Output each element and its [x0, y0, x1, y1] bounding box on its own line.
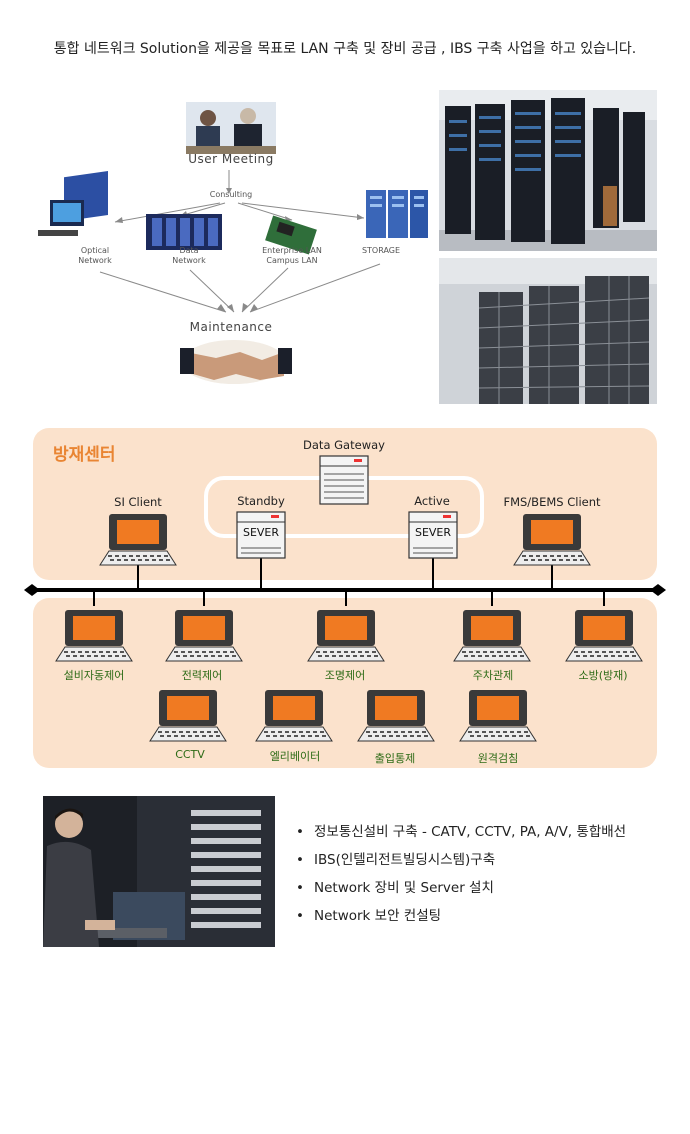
service-item: Network 장비 및 Server 설치: [296, 878, 626, 906]
data-gateway-server: [319, 455, 369, 505]
cage-racks-photo: [439, 258, 657, 404]
handshake-photo: [180, 340, 292, 384]
consulting-label: Consulting: [209, 190, 253, 199]
terminal-laptop: [357, 690, 435, 742]
data-network-label: Data Network: [172, 246, 206, 265]
fms-bems-client-label: FMS/BEMS Client: [503, 495, 601, 509]
enterprise-lan-label: Enterprise LAN Campus LAN: [262, 246, 322, 265]
terminal-laptop: [453, 610, 531, 662]
standby-server: [236, 511, 286, 559]
terminal-laptop: [255, 690, 333, 742]
active-server: [408, 511, 458, 559]
terminal-label: 소방(방재): [578, 669, 628, 682]
fms-client-laptop: [513, 514, 591, 566]
lan-card-icon: [265, 215, 317, 255]
service-item: 정보통신설비 구축 - CATV, CCTV, PA, A/V, 통합배선: [296, 822, 626, 850]
technician-photo: [43, 796, 275, 947]
data-network-icon: [146, 214, 222, 250]
terminal-label: 엘리베이터: [269, 750, 321, 763]
terminal-label: 주차관제: [472, 669, 514, 682]
active-label: Active: [414, 494, 450, 508]
terminal-label: 설비자동제어: [63, 669, 125, 682]
control-center-title: 방재센터: [53, 445, 116, 465]
data-gateway-label: Data Gateway: [303, 438, 385, 452]
active-server-text: SEVER: [414, 526, 452, 539]
storage-icon: [366, 190, 428, 238]
user-meeting-label: User Meeting: [188, 152, 274, 166]
server-room-photo: [439, 90, 657, 251]
terminal-laptop: [55, 610, 133, 662]
optical-network-icon: [38, 171, 108, 236]
terminal-label: 원격검침: [477, 752, 519, 765]
terminal-laptop: [565, 610, 643, 662]
service-item: IBS(인텔리전트빌딩시스템)구축: [296, 850, 626, 878]
terminal-label: CCTV: [175, 748, 205, 761]
terminal-laptop: [307, 610, 385, 662]
process-diagram: [38, 102, 428, 384]
terminal-laptop: [459, 690, 537, 742]
optical-network-label: Optical Network: [78, 246, 112, 265]
service-list: 정보통신설비 구축 - CATV, CCTV, PA, A/V, 통합배선 IB…: [296, 822, 626, 934]
si-client-laptop: [99, 514, 177, 566]
terminal-laptop: [149, 690, 227, 742]
terminal-laptop: [165, 610, 243, 662]
maintenance-label: Maintenance: [189, 320, 273, 334]
intro-text: 통합 네트워크 Solution을 제공을 목표로 LAN 구축 및 장비 공급…: [53, 41, 637, 57]
standby-server-text: SEVER: [242, 526, 280, 539]
standby-label: Standby: [237, 494, 285, 508]
storage-label: STORAGE: [361, 246, 401, 255]
meeting-photo: [186, 102, 276, 154]
si-client-label: SI Client: [114, 495, 162, 509]
terminal-label: 전력제어: [181, 669, 223, 682]
terminal-label: 조명제어: [324, 669, 366, 682]
service-item: Network 보안 컨설팅: [296, 906, 626, 934]
network-diagram: [24, 455, 666, 742]
terminal-label: 출입통제: [374, 752, 416, 765]
